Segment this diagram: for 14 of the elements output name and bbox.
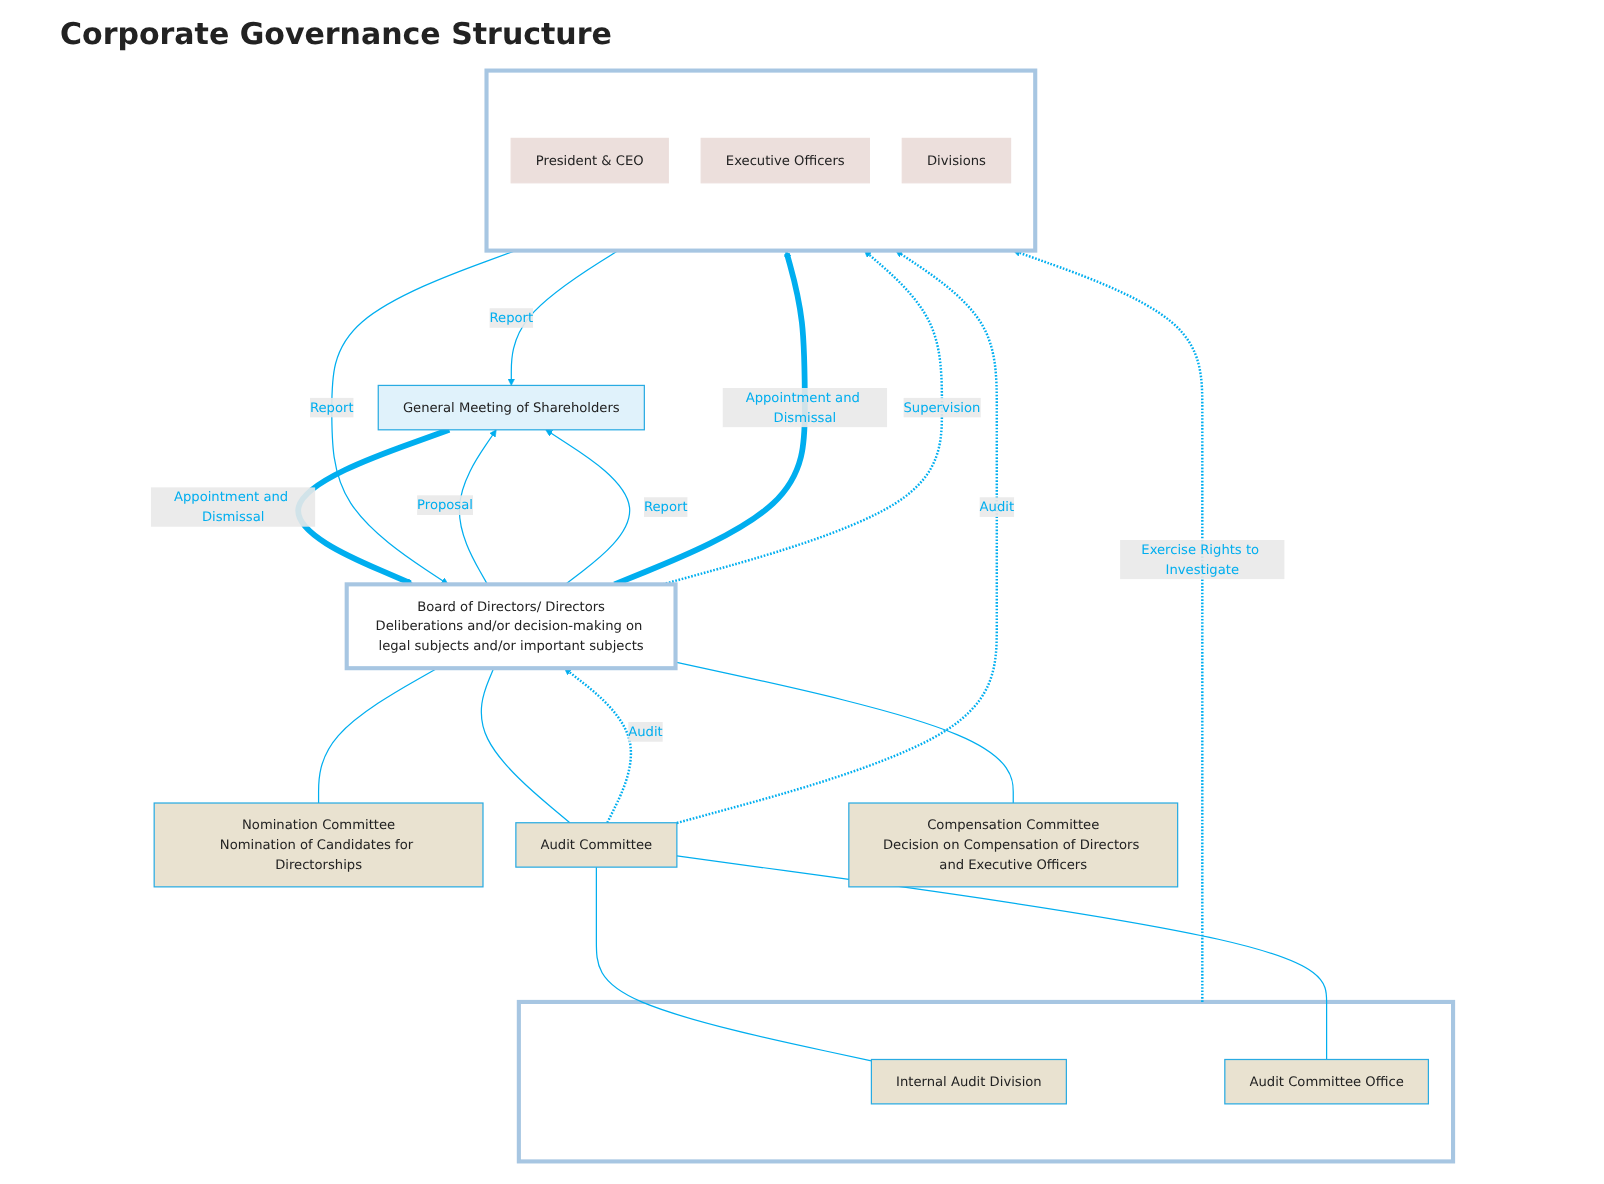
diagram-title: Corporate Governance Structure	[60, 16, 612, 52]
cluster	[484, 68, 1038, 253]
arrow	[613, 250, 808, 587]
arrow	[564, 667, 633, 824]
arrow	[1012, 249, 1204, 1002]
connector	[676, 855, 1328, 1061]
arrow	[676, 250, 999, 825]
connector	[595, 866, 872, 1062]
cluster	[516, 999, 1456, 1164]
arrow	[507, 250, 619, 386]
arrow	[545, 429, 631, 585]
connector	[480, 667, 571, 824]
connector	[317, 667, 438, 804]
connector	[674, 661, 1014, 804]
